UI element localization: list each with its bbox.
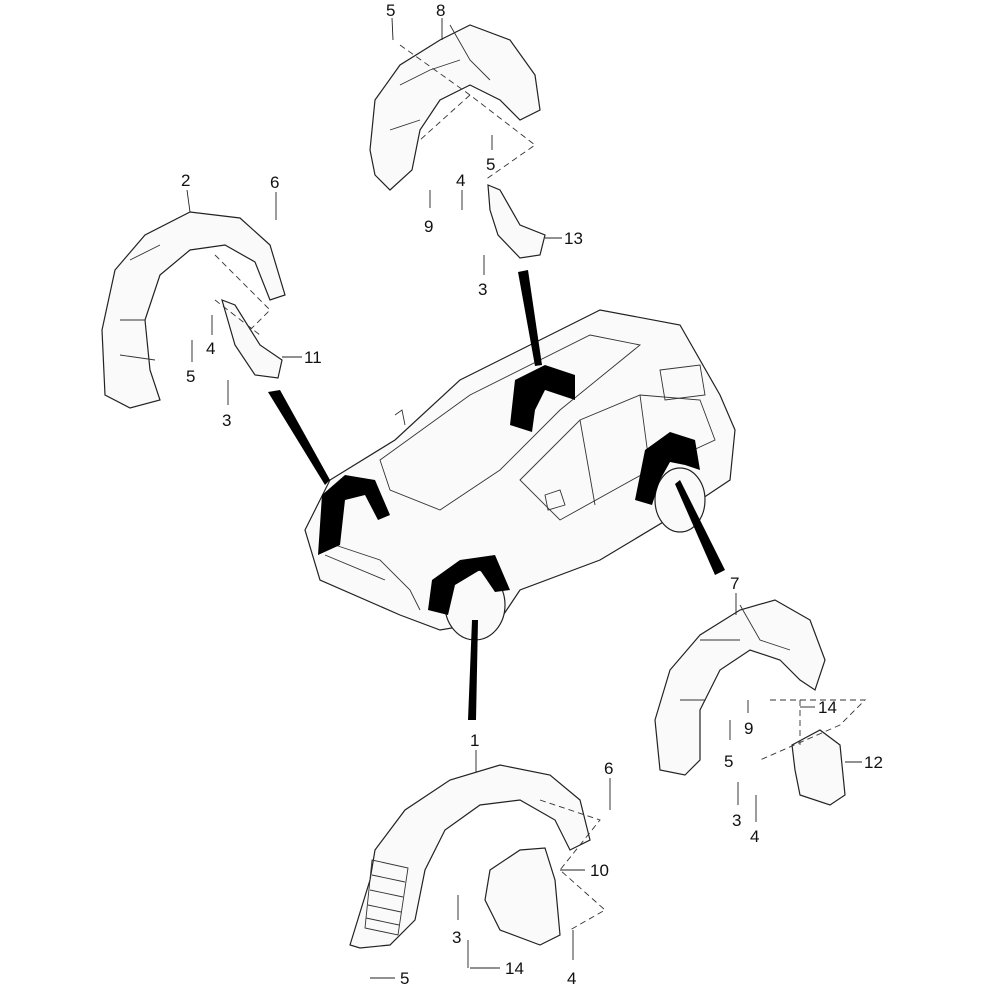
callout-14: 14 — [505, 959, 524, 978]
callout-1: 1 — [470, 731, 479, 750]
mud-guard-part-12 — [791, 729, 846, 806]
callout-3: 3 — [478, 280, 487, 299]
callout-12: 12 — [864, 753, 883, 772]
callout-3: 3 — [222, 411, 231, 430]
callout-7: 7 — [730, 574, 739, 593]
rear-right-liner-marker — [635, 432, 700, 505]
vehicle-illustration — [304, 309, 736, 641]
pointer-wedge — [675, 480, 725, 575]
front-left-liner-group: 2 6 4 5 11 3 — [101, 171, 322, 430]
callout-4: 4 — [567, 969, 576, 988]
callout-3: 3 — [732, 811, 741, 830]
callout-8: 8 — [436, 1, 445, 20]
callout-2: 2 — [181, 171, 190, 190]
callout-10: 10 — [590, 861, 609, 880]
rear-left-liner-group: 5 8 5 4 9 13 3 — [369, 1, 583, 299]
callout-13: 13 — [564, 229, 583, 248]
rear-right-liner-group: 7 9 5 14 12 3 4 — [654, 574, 883, 846]
front-right-liner-marker — [428, 555, 510, 615]
callout-4: 4 — [750, 827, 759, 846]
callout-4: 4 — [456, 171, 465, 190]
liner-highlights — [268, 270, 725, 720]
mud-guard-part-10 — [484, 847, 561, 946]
callout-3: 3 — [452, 928, 461, 947]
callout-5: 5 — [724, 752, 733, 771]
pointer-wedge — [518, 270, 542, 366]
front-right-liner-group: 1 6 10 3 14 5 4 — [349, 731, 613, 988]
mud-guard-part-13 — [487, 184, 546, 259]
callout-6: 6 — [604, 759, 613, 778]
callout-9: 9 — [424, 217, 433, 236]
callout-5: 5 — [386, 1, 395, 20]
rear-liner-part-7 — [654, 599, 826, 776]
callout-5: 5 — [186, 367, 195, 386]
pointer-wedge — [268, 390, 330, 485]
grille-vent — [364, 859, 409, 936]
pointer-wedge — [468, 620, 478, 720]
mud-guard-part-11 — [221, 299, 283, 379]
callout-5: 5 — [400, 969, 409, 988]
rear-left-liner-marker — [510, 365, 575, 432]
front-left-liner-marker — [318, 475, 390, 555]
callout-6: 6 — [270, 173, 279, 192]
callout-14: 14 — [818, 698, 837, 717]
rear-liner-part-8 — [369, 24, 541, 191]
callout-11: 11 — [304, 348, 322, 367]
front-liner-part-1 — [349, 764, 591, 949]
callout-5: 5 — [486, 155, 495, 174]
callout-4: 4 — [206, 339, 215, 358]
callout-9: 9 — [744, 719, 753, 738]
